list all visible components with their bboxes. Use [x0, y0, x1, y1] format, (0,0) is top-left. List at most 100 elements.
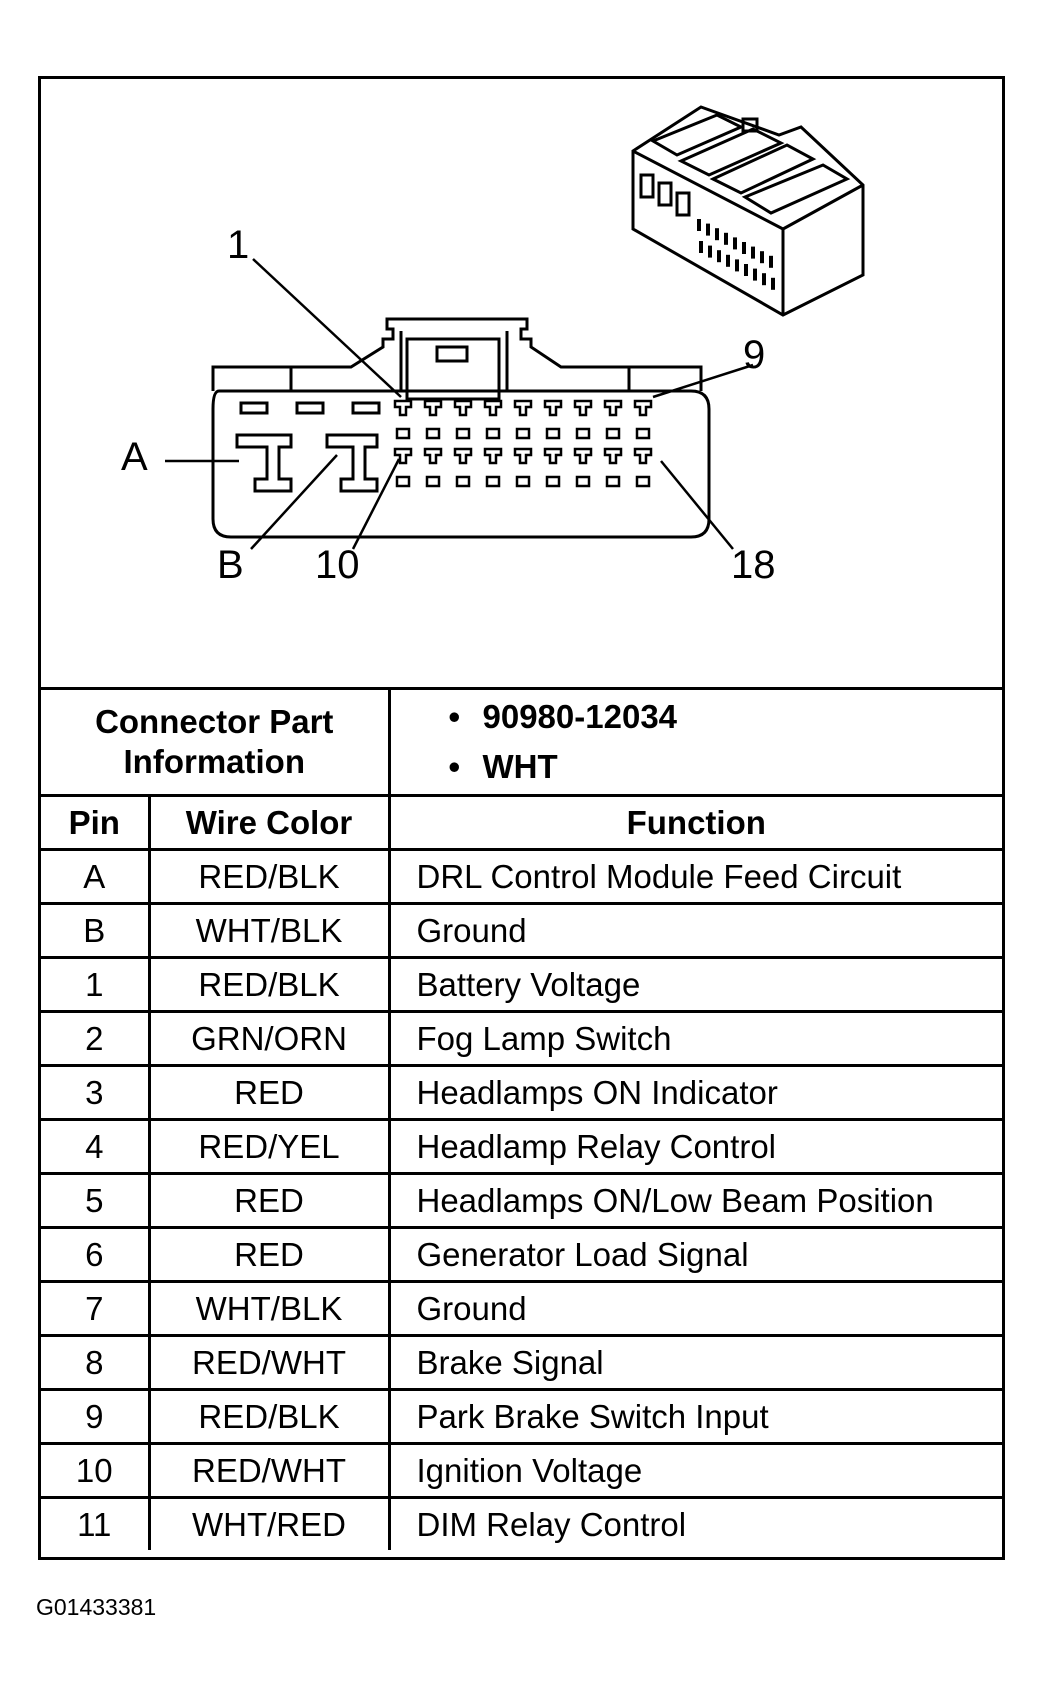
connector-3d-pin	[706, 223, 710, 236]
wire-color-cell: RED/BLK	[147, 956, 391, 1013]
connector-3d-pin	[751, 246, 755, 259]
wire-color-cell: RED	[147, 1172, 391, 1229]
connector-3d-pin	[769, 255, 773, 268]
pinout-table: Connector Part Information •90980-12034 …	[41, 687, 1002, 1550]
pin-cell: A	[41, 848, 151, 905]
terminal-lock	[635, 475, 651, 488]
terminal-lock	[515, 475, 531, 488]
terminal-cavity	[393, 399, 413, 417]
pin-cell: 2	[41, 1010, 151, 1067]
pin-cell: 5	[41, 1172, 151, 1229]
pin-cell: 11	[41, 1496, 151, 1550]
terminal-cavity	[573, 399, 593, 417]
terminal-lock	[455, 475, 471, 488]
header-pin: Pin	[41, 794, 151, 850]
function-cell: Headlamps ON/Low Beam Position	[387, 1172, 1002, 1229]
terminal-cavity	[603, 447, 623, 465]
wire-color-cell: GRN/ORN	[147, 1010, 391, 1067]
terminal-cavity	[423, 399, 443, 417]
pin-cell: 10	[41, 1442, 151, 1499]
terminal-lock	[425, 475, 441, 488]
connector-info-label: Connector Part Information	[41, 687, 391, 797]
wire-color-cell: RED	[147, 1226, 391, 1283]
function-cell: Brake Signal	[387, 1334, 1002, 1391]
connector-color: WHT	[482, 748, 558, 785]
header-wire-color: Wire Color	[147, 794, 391, 850]
terminal-cavity	[543, 447, 563, 465]
terminal-cavity	[483, 447, 503, 465]
terminal-lock	[425, 427, 441, 440]
connector-3d-pin	[753, 268, 757, 281]
pin-cell: 4	[41, 1118, 151, 1175]
connector-info-row: Connector Part Information •90980-12034 …	[41, 687, 1002, 797]
terminal-lock	[515, 427, 531, 440]
wire-color-cell: WHT/BLK	[147, 1280, 391, 1337]
header-function: Function	[387, 794, 1002, 850]
connector-3d-pin	[726, 254, 730, 267]
wire-color-cell: WHT/RED	[147, 1496, 391, 1550]
terminal-cavity	[423, 447, 443, 465]
connector-3d-pin	[708, 245, 712, 258]
callout-pin-9: 9	[743, 333, 766, 377]
wire-color-cell: RED/YEL	[147, 1118, 391, 1175]
function-cell: DRL Control Module Feed Circuit	[387, 848, 1002, 905]
terminal-lock	[395, 427, 411, 440]
terminal-cavity	[573, 447, 593, 465]
terminal-cavity	[633, 447, 653, 465]
callout-pin-b: B	[217, 543, 244, 587]
terminal-cavity	[393, 447, 413, 465]
pin-cell: 8	[41, 1334, 151, 1391]
wire-color-cell: RED	[147, 1064, 391, 1121]
connector-3d-pin	[760, 251, 764, 264]
callout-pin-10: 10	[315, 543, 360, 587]
connector-info-label-line2: Information	[123, 743, 305, 780]
function-cell: Ignition Voltage	[387, 1442, 1002, 1499]
terminal-cavity	[453, 399, 473, 417]
wire-color-cell: RED/BLK	[147, 848, 391, 905]
terminal-lock	[545, 475, 561, 488]
function-cell: Ground	[387, 1280, 1002, 1337]
terminal-lock	[605, 475, 621, 488]
pin-cell: B	[41, 902, 151, 959]
wire-color-cell: RED/BLK	[147, 1388, 391, 1445]
function-cell: DIM Relay Control	[387, 1496, 1002, 1550]
connector-3d-pin	[717, 250, 721, 263]
function-cell: Fog Lamp Switch	[387, 1010, 1002, 1067]
pin-cell: 6	[41, 1226, 151, 1283]
connector-3d-pin	[697, 219, 701, 231]
terminal-lock	[605, 427, 621, 440]
connector-3d-pin	[735, 259, 739, 272]
part-number: 90980-12034	[482, 698, 678, 735]
function-cell: Ground	[387, 902, 1002, 959]
callout-pin-1: 1	[227, 223, 250, 267]
function-cell: Battery Voltage	[387, 956, 1002, 1013]
terminal-cavity	[513, 447, 533, 465]
connector-3d-pin	[762, 273, 766, 286]
callout-pin-a: A	[121, 435, 148, 479]
function-cell: Headlamp Relay Control	[387, 1118, 1002, 1175]
terminal-lock	[395, 475, 411, 488]
wire-color-cell: RED/WHT	[147, 1334, 391, 1391]
connector-3d-pin	[724, 232, 728, 245]
terminal-lock	[485, 475, 501, 488]
connector-3d-sketch	[631, 105, 865, 317]
connector-3d-pin	[771, 277, 775, 290]
connector-info-label-line1: Connector Part	[95, 703, 334, 740]
connector-info-values: •90980-12034 •WHT	[387, 687, 1002, 797]
terminal-cavity	[543, 399, 563, 417]
callout-pin-18: 18	[731, 543, 776, 587]
wire-color-cell: RED/WHT	[147, 1442, 391, 1499]
pin-cell: 7	[41, 1280, 151, 1337]
